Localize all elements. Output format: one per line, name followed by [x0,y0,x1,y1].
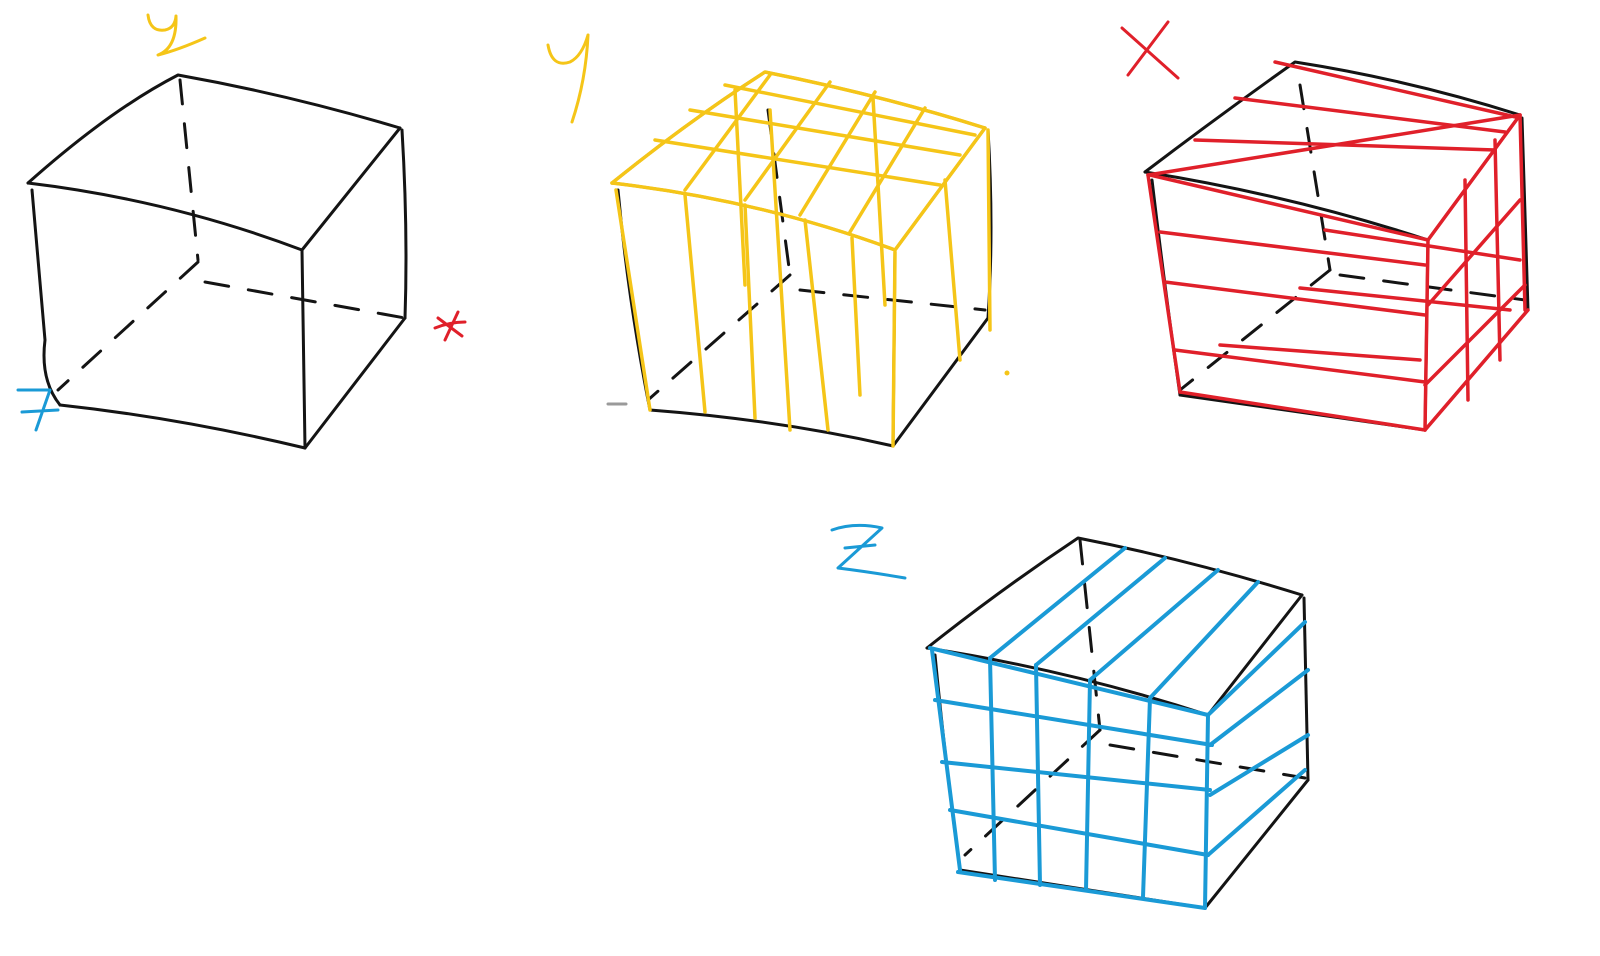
label-x-red-2 [1120,20,1180,80]
cube-y-slices [546,33,1010,448]
label-x-red [433,310,467,342]
cube-z-slices [830,523,1310,910]
label-y-yellow-2 [546,33,590,124]
label-y-yellow [146,13,207,57]
cube-plain [16,13,467,450]
label-z-blue [16,388,60,432]
label-z-blue-2 [830,523,907,580]
yellow-dot-mark [1004,370,1010,376]
cube-x-slices [1120,20,1530,432]
